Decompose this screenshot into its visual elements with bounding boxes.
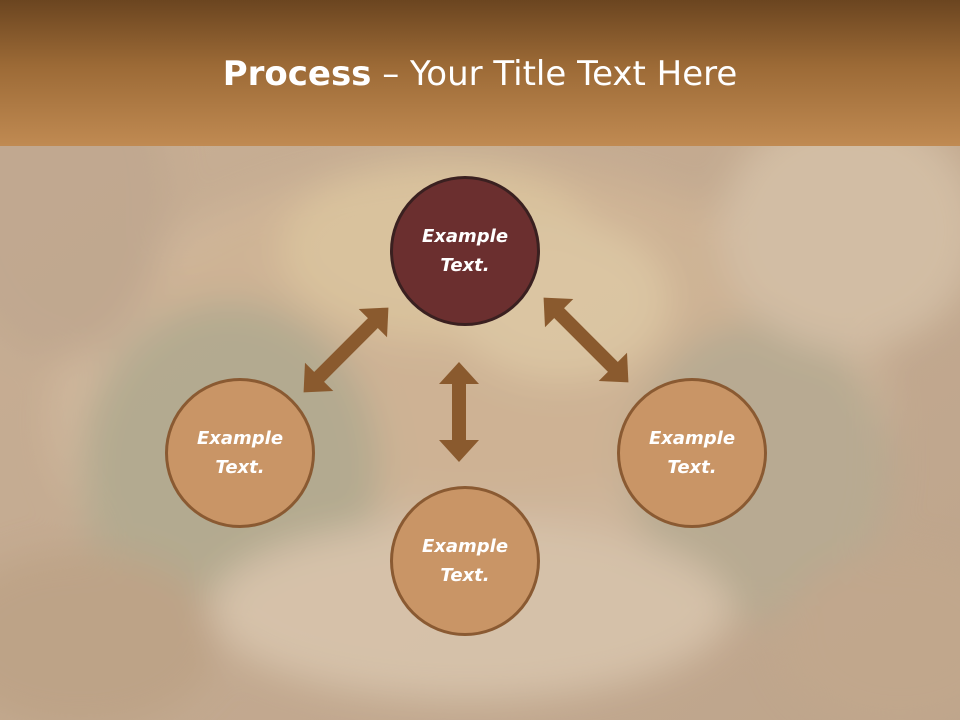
title-bar: Process – Your Title Text Here — [0, 0, 960, 146]
node-left-line1: Example — [196, 428, 284, 449]
node-bottom-line1: Example — [421, 536, 509, 557]
slide-title: Process – Your Title Text Here — [0, 52, 960, 96]
node-right-line1: Example — [648, 428, 736, 449]
title-bold: Process — [222, 54, 372, 94]
node-top-line2: Text. — [440, 255, 490, 276]
node-left-line2: Text. — [215, 457, 265, 478]
node-right-line2: Text. — [667, 457, 717, 478]
arrow-center-vertical — [439, 362, 479, 462]
arrow-top-right-diagonal — [543, 297, 629, 383]
node-top-line1: Example — [421, 226, 509, 247]
node-bottom-line2: Text. — [440, 565, 490, 586]
title-rest: – Your Title Text Here — [371, 54, 738, 94]
arrow-top-left-diagonal — [303, 307, 389, 393]
